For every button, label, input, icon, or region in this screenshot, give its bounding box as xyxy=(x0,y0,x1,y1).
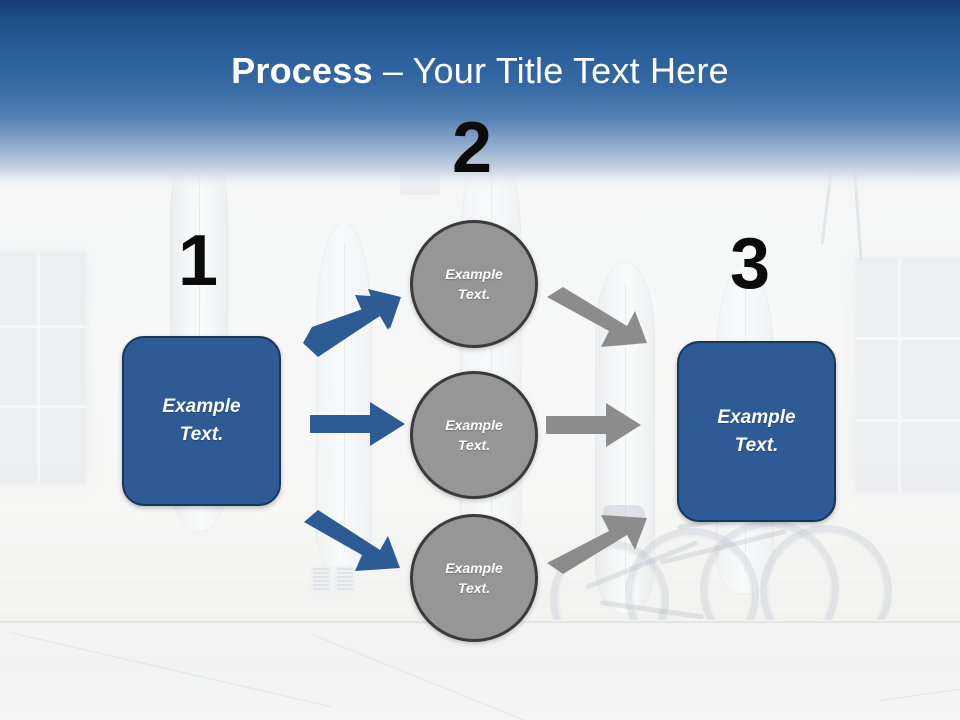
stage2-circle-1[interactable]: Example Text. xyxy=(410,220,538,348)
page-title: Process – Your Title Text Here xyxy=(0,50,960,92)
stage1-box-label: Example Text. xyxy=(162,396,241,445)
arrow-blue-down-icon xyxy=(304,510,400,571)
arrow-blue-down xyxy=(300,508,405,583)
arrow-blue-up xyxy=(300,283,405,358)
louvre-line xyxy=(905,158,960,162)
arrow-gray-right-icon xyxy=(546,403,641,447)
step-number-3: 3 xyxy=(729,224,771,304)
arrow-gray-down xyxy=(543,285,653,357)
stage2-circle-1-label: Example Text. xyxy=(445,265,503,302)
louvre-line xyxy=(905,148,960,152)
arrow-gray-down-icon xyxy=(547,287,647,347)
step-number-1: 1 xyxy=(177,221,219,301)
stage2-circle-2[interactable]: Example Text. xyxy=(410,371,538,499)
wall-vent xyxy=(310,566,332,594)
arrow-gray-up-icon xyxy=(547,515,647,574)
stage2-circle-3[interactable]: Example Text. xyxy=(410,514,538,642)
wall-vent xyxy=(334,566,356,594)
stage2-circle-3-label: Example Text. xyxy=(445,559,503,596)
stage3-box[interactable]: Example Text. xyxy=(677,341,836,522)
stage2-circle-2-label: Example Text. xyxy=(445,416,503,453)
stage3-box-label: Example Text. xyxy=(717,406,796,456)
louvre-line xyxy=(905,138,960,142)
arrow-gray-right xyxy=(546,401,642,449)
window-left xyxy=(0,252,86,484)
arrow-blue-right-icon xyxy=(310,402,405,446)
stage1-box[interactable]: Example Text. xyxy=(122,336,281,506)
arrow-blue-right xyxy=(310,400,406,448)
title-bold-part: Process xyxy=(231,50,373,91)
arrow-gray-up xyxy=(543,505,653,577)
arrow-blue-up-icon xyxy=(303,289,401,357)
window-right xyxy=(855,258,960,492)
step-number-2: 2 xyxy=(451,108,493,188)
louvre-line xyxy=(905,168,960,172)
title-rest-part: – Your Title Text Here xyxy=(372,50,729,91)
